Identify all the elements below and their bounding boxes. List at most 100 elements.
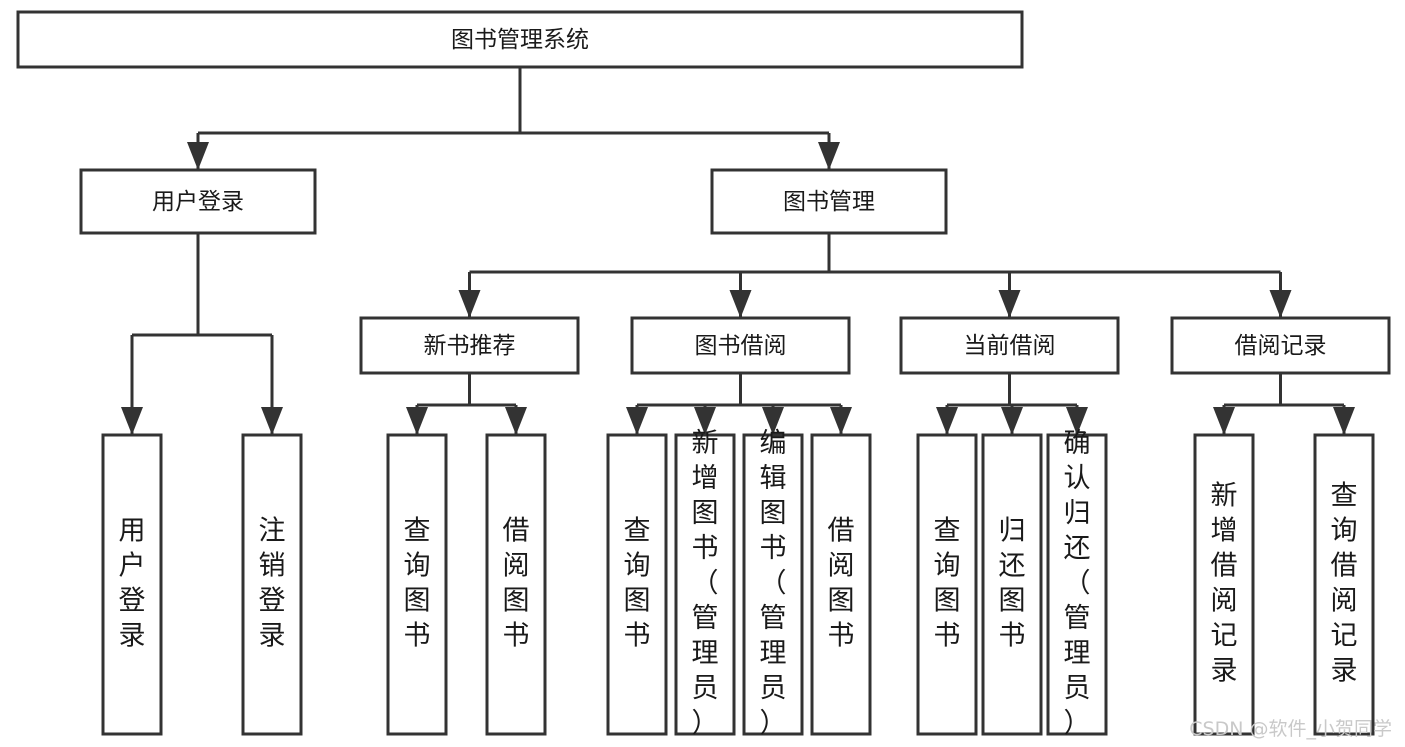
node-current-borrow[interactable]: 当前借阅 [899, 316, 1120, 375]
node-box-leaf-query-borrow-record [1313, 433, 1375, 736]
node-book-management[interactable]: 图书管理 [710, 168, 948, 235]
node-label-char-leaf-logout: 录 [259, 621, 286, 652]
node-label-char-leaf-query-borrow-record: 借 [1331, 551, 1358, 582]
node-label-char-leaf-user-login: 登 [119, 586, 146, 617]
node-label-char-leaf-return-book: 还 [999, 551, 1026, 582]
node-box-leaf-borrow-book [810, 433, 872, 736]
node-label-char-leaf-add-borrow-record: 记 [1211, 621, 1238, 652]
node-book-borrow[interactable]: 图书借阅 [630, 316, 851, 375]
node-label-char-leaf-confirm-return-admin: ） [1064, 708, 1091, 739]
node-leaf-user-login[interactable]: 用户登录 [101, 433, 163, 736]
node-new-book-recommend[interactable]: 新书推荐 [359, 316, 580, 375]
node-label-char-leaf-query-borrow-record: 录 [1331, 656, 1358, 687]
node-label-char-leaf-add-book-admin: 员 [692, 673, 719, 704]
node-label-char-leaf-borrow-book: 借 [828, 516, 855, 547]
node-box-leaf-edit-book-admin [742, 433, 804, 736]
node-label-char-leaf-add-book-admin: 图 [692, 498, 719, 529]
node-label-char-leaf-query-book-recommend: 询 [404, 551, 431, 582]
node-box-book-management [710, 168, 948, 235]
node-label-char-leaf-edit-book-admin: 管 [760, 603, 787, 634]
node-user-login[interactable]: 用户登录 [79, 168, 317, 235]
node-box-leaf-add-book-admin [674, 433, 736, 736]
arrow-head-icon [1001, 407, 1023, 435]
node-label-char-leaf-add-book-admin: 书 [692, 533, 719, 564]
node-label-char-leaf-edit-book-admin: 辑 [760, 463, 787, 494]
node-label-char-leaf-add-book-admin: （ [692, 568, 719, 599]
node-label-char-leaf-logout: 注 [259, 516, 286, 547]
arrow-head-icon [261, 407, 283, 435]
arrow-head-icon [936, 407, 958, 435]
node-label-char-leaf-query-book-recommend: 查 [404, 516, 431, 547]
arrow-head-icon [505, 407, 527, 435]
node-box-leaf-query-book-borrow [606, 433, 668, 736]
arrow-head-icon [458, 290, 481, 318]
node-label-char-leaf-edit-book-admin: （ [760, 568, 787, 599]
node-label-char-leaf-query-book-borrow: 图 [624, 586, 651, 617]
node-borrow-record[interactable]: 借阅记录 [1170, 316, 1391, 375]
arrow-head-icon [694, 407, 716, 435]
node-label-current-borrow: 当前借阅 [964, 333, 1056, 359]
node-box-leaf-user-login [101, 433, 163, 736]
node-label-char-leaf-query-book-current: 查 [934, 516, 961, 547]
node-label-char-leaf-add-borrow-record: 阅 [1211, 586, 1238, 617]
node-label-char-leaf-borrow-book-recommend: 图 [503, 586, 530, 617]
node-box-leaf-add-borrow-record [1193, 433, 1255, 736]
node-label-char-leaf-edit-book-admin: 理 [760, 638, 787, 669]
node-label-char-leaf-add-book-admin: 增 [692, 463, 719, 494]
node-label-book-borrow: 图书借阅 [695, 333, 787, 359]
node-layer: 图书管理系统用户登录图书管理新书推荐图书借阅当前借阅借阅记录用户登录注销登录查询… [16, 10, 1391, 739]
arrow-head-icon [1333, 407, 1355, 435]
node-label-root: 图书管理系统 [451, 27, 589, 53]
connector-layer [121, 67, 1355, 435]
node-label-char-leaf-query-book-recommend: 图 [404, 586, 431, 617]
arrow-head-icon [818, 142, 840, 170]
arrow-head-icon [1269, 290, 1292, 318]
node-box-root [16, 10, 1024, 69]
node-box-user-login [79, 168, 317, 235]
node-label-char-leaf-query-borrow-record: 阅 [1331, 586, 1358, 617]
arrow-head-icon [406, 407, 428, 435]
node-label-char-leaf-confirm-return-admin: （ [1064, 568, 1091, 599]
node-label-char-leaf-add-borrow-record: 新 [1211, 481, 1238, 512]
arrow-head-icon [762, 407, 784, 435]
csdn-watermark: CSDN @软件_小贺同学 [1189, 718, 1392, 740]
node-box-new-book-recommend [359, 316, 580, 375]
arrow-head-icon [729, 290, 752, 318]
node-root[interactable]: 图书管理系统 [16, 10, 1024, 69]
arrow-head-icon [1213, 407, 1235, 435]
arrow-head-icon [998, 290, 1021, 318]
node-label-char-leaf-edit-book-admin: 图 [760, 498, 787, 529]
node-box-book-borrow [630, 316, 851, 375]
node-label-char-leaf-query-book-current: 图 [934, 586, 961, 617]
node-label-char-leaf-borrow-book: 阅 [828, 551, 855, 582]
node-label-char-leaf-confirm-return-admin: 归 [1064, 498, 1091, 529]
node-label-char-leaf-query-borrow-record: 记 [1331, 621, 1358, 652]
node-label-char-leaf-return-book: 图 [999, 586, 1026, 617]
node-box-leaf-borrow-book-recommend [485, 433, 547, 736]
node-label-char-leaf-add-book-admin: 理 [692, 638, 719, 669]
node-label-char-leaf-return-book: 书 [999, 621, 1026, 652]
node-label-char-leaf-confirm-return-admin: 确 [1064, 428, 1091, 459]
node-label-char-leaf-query-book-recommend: 书 [404, 621, 431, 652]
node-label-char-leaf-confirm-return-admin: 员 [1064, 673, 1091, 704]
arrow-head-icon [121, 407, 143, 435]
node-label-char-leaf-borrow-book-recommend: 书 [503, 621, 530, 652]
node-label-borrow-record: 借阅记录 [1235, 333, 1327, 359]
node-label-char-leaf-query-book-borrow: 查 [624, 516, 651, 547]
node-label-char-leaf-query-book-borrow: 询 [624, 551, 651, 582]
node-label-char-leaf-confirm-return-admin: 还 [1064, 533, 1091, 564]
node-label-char-leaf-logout: 销 [259, 551, 286, 582]
arrow-head-icon [830, 407, 852, 435]
